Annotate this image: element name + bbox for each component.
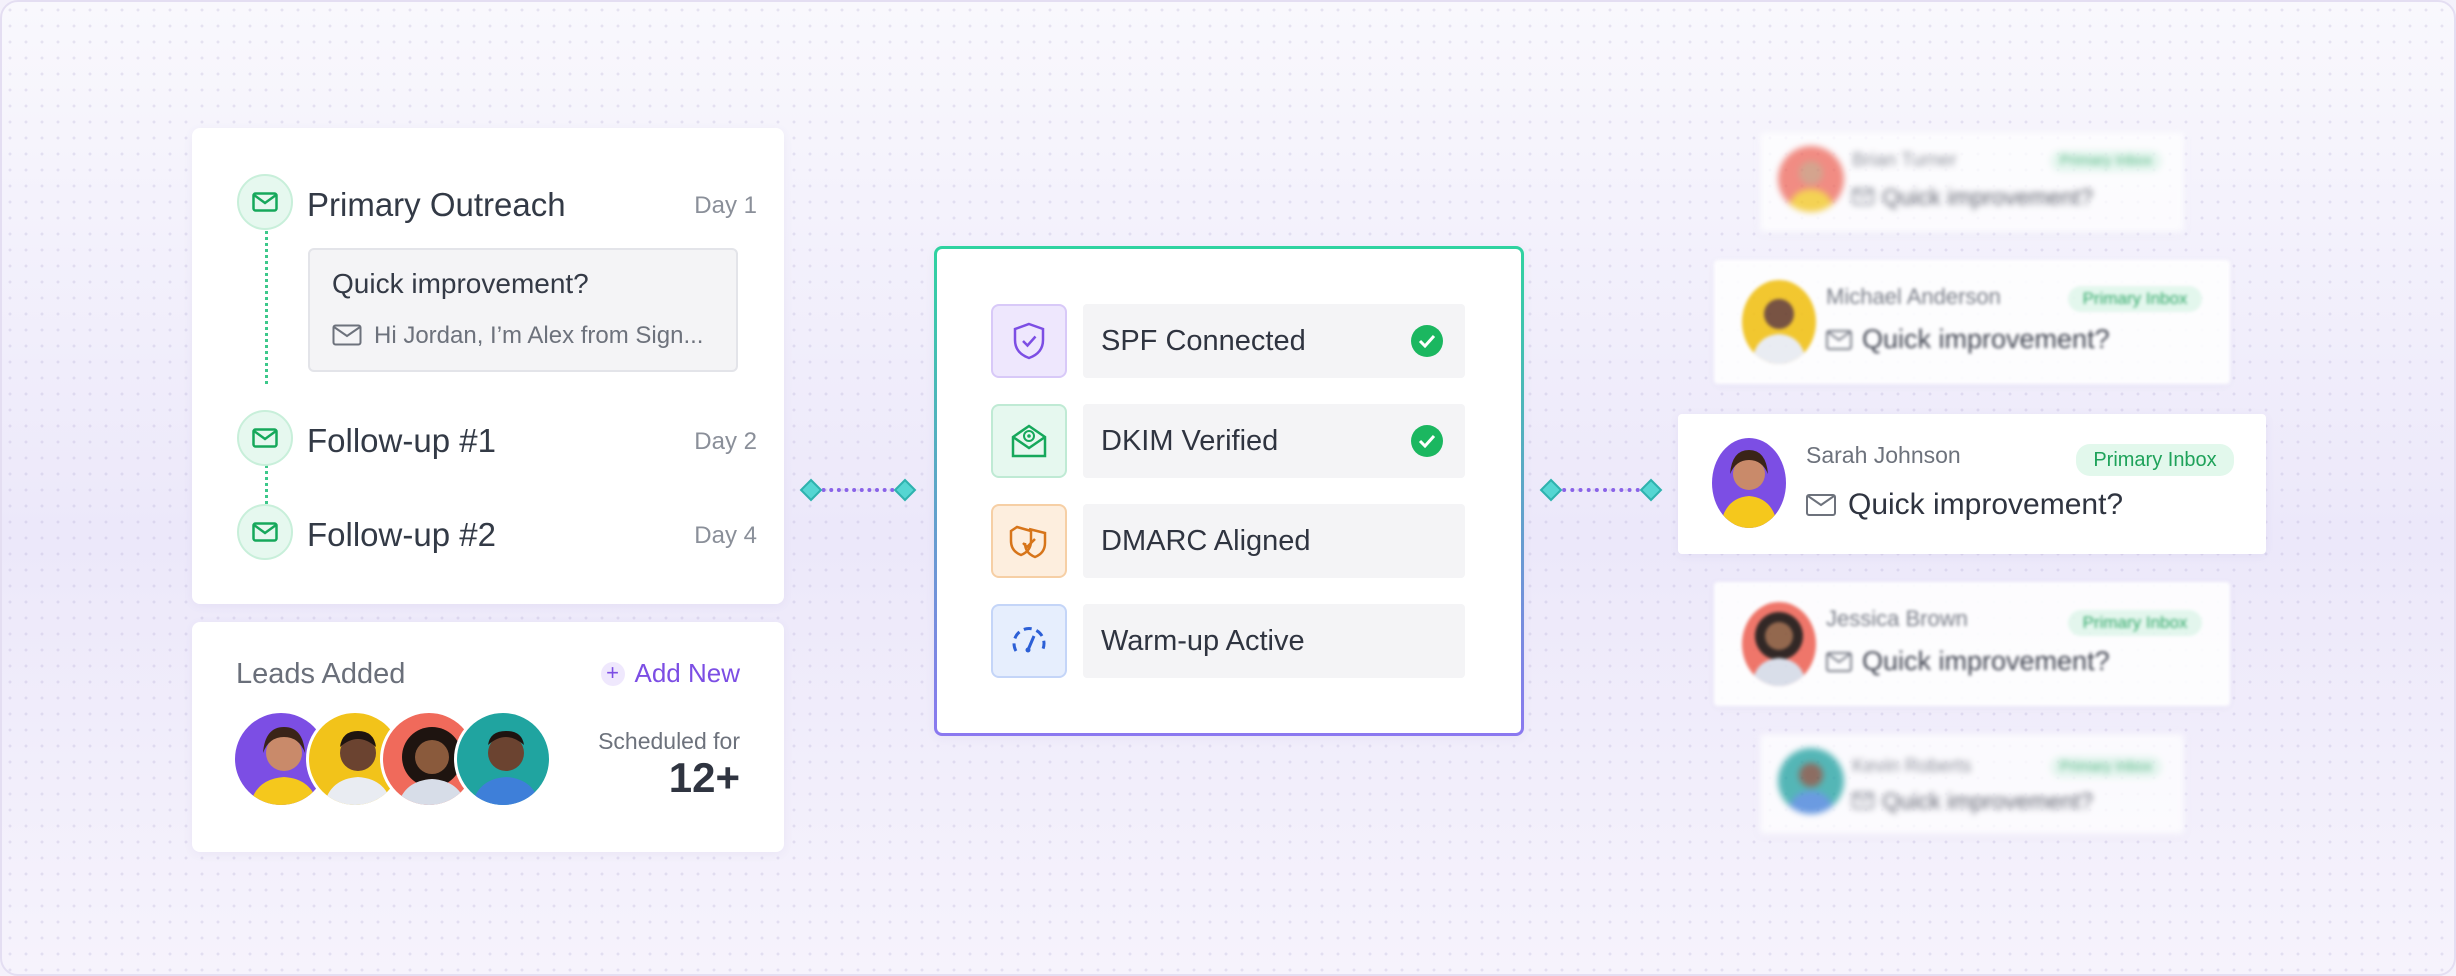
mail-icon — [237, 410, 293, 466]
sequence-card: Primary Outreach Day 1 Quick improvement… — [192, 128, 784, 604]
contact-name: Brian Turner — [1852, 150, 1957, 171]
contact-name: Sarah Johnson — [1806, 442, 1961, 468]
inbox-card: Brian Turner Primary Inbox Quick improve… — [1760, 132, 2184, 232]
leads-card: Leads Added + Add New Scheduled for 12+ — [192, 622, 784, 852]
plus-icon: + — [600, 661, 625, 686]
sequence-step-follow-up-1[interactable]: Follow-up #1 Day 2 — [237, 410, 757, 466]
flow-connector-left — [799, 478, 917, 502]
shield-check-icon — [991, 304, 1067, 378]
add-new-button[interactable]: + Add New — [600, 658, 741, 689]
primary-inbox-badge: Primary Inbox — [2068, 286, 2202, 312]
envelope-icon — [1852, 188, 1874, 210]
inbox-card: Jessica Brown Primary Inbox Quick improv… — [1714, 582, 2230, 706]
inbox-card-focused[interactable]: Sarah Johnson Primary Inbox Quick improv… — [1678, 414, 2266, 554]
connector-node — [1539, 478, 1563, 502]
primary-inbox-badge: Primary Inbox — [2050, 150, 2162, 172]
gauge-icon — [991, 604, 1067, 678]
step-title: Follow-up #2 — [307, 516, 496, 553]
step-title: Primary Outreach — [307, 186, 566, 223]
connector-line — [1554, 488, 1648, 492]
connector-node — [1639, 478, 1663, 502]
email-auth-card: SPF Connected DKIM Verified DM — [934, 246, 1524, 736]
envelope-icon — [1806, 494, 1836, 521]
step-connector — [265, 460, 268, 510]
avatar — [1778, 748, 1844, 814]
email-subject: Quick improvement? — [1882, 788, 2093, 814]
primary-inbox-badge: Primary Inbox — [2068, 610, 2202, 636]
primary-inbox-badge: Primary Inbox — [2076, 444, 2234, 476]
avatar — [1742, 280, 1816, 364]
check-icon — [1411, 325, 1443, 357]
avatar — [232, 710, 330, 808]
envelope-icon — [1826, 652, 1852, 677]
connector-line — [814, 488, 902, 492]
connector-node — [799, 478, 823, 502]
contact-name: Kevin Roberts — [1852, 756, 1972, 777]
step-day: Day 1 — [694, 192, 757, 219]
envelope-icon — [1826, 330, 1852, 355]
email-subject: Quick improvement? — [332, 268, 589, 299]
auth-label: SPF Connected — [1101, 325, 1306, 357]
avatar — [1778, 146, 1844, 212]
avatar — [1712, 438, 1786, 528]
step-day: Day 2 — [694, 428, 757, 455]
sequence-step-primary-outreach[interactable]: Primary Outreach Day 1 — [237, 174, 757, 230]
auth-label: DKIM Verified — [1101, 425, 1279, 457]
check-icon — [1411, 425, 1443, 457]
contact-name: Jessica Brown — [1826, 606, 1968, 631]
email-subject: Quick improvement? — [1862, 646, 2110, 676]
auth-row-spf: SPF Connected — [991, 304, 1465, 378]
connector-node — [893, 478, 917, 502]
email-subject: Quick improvement? — [1848, 488, 2124, 521]
auth-item: DMARC Aligned — [1083, 504, 1465, 578]
email-subject: Quick improvement? — [1882, 184, 2093, 210]
inbox-card: Kevin Roberts Primary Inbox Quick improv… — [1760, 734, 2184, 834]
auth-row-warmup: Warm-up Active — [991, 604, 1465, 678]
contact-name: Michael Anderson — [1826, 284, 2001, 309]
inbox-card: Michael Anderson Primary Inbox Quick imp… — [1714, 260, 2230, 384]
flow-connector-right — [1539, 478, 1663, 502]
avatar — [1742, 602, 1816, 686]
email-preview-box[interactable]: Quick improvement? Hi Jordan, I’m Alex f… — [308, 248, 738, 372]
step-connector — [265, 224, 268, 384]
auth-label: Warm-up Active — [1101, 625, 1305, 657]
mail-icon — [237, 174, 293, 230]
envelope-icon — [332, 324, 362, 351]
step-title: Follow-up #1 — [307, 422, 496, 459]
leads-title: Leads Added — [236, 658, 406, 690]
auth-item: SPF Connected — [1083, 304, 1465, 378]
envelope-icon — [1852, 792, 1874, 814]
primary-inbox-badge: Primary Inbox — [2050, 756, 2162, 778]
avatar — [454, 710, 552, 808]
step-day: Day 4 — [694, 522, 757, 549]
auth-row-dmarc: DMARC Aligned — [991, 504, 1465, 578]
sequence-step-follow-up-2[interactable]: Follow-up #2 Day 4 — [237, 504, 757, 560]
email-preview-text: Hi Jordan, I’m Alex from Sign... — [374, 322, 704, 349]
auth-row-dkim: DKIM Verified — [991, 404, 1465, 478]
auth-item: Warm-up Active — [1083, 604, 1465, 678]
auth-item: DKIM Verified — [1083, 404, 1465, 478]
add-new-label: Add New — [634, 658, 741, 688]
shields-icon — [991, 504, 1067, 578]
scheduled-label: Scheduled for — [598, 728, 740, 754]
email-subject: Quick improvement? — [1862, 324, 2110, 354]
mail-icon — [237, 504, 293, 560]
scheduled-count: 12+ — [668, 754, 740, 801]
lead-avatars — [232, 710, 562, 810]
auth-label: DMARC Aligned — [1101, 525, 1311, 557]
envelope-seal-icon — [991, 404, 1067, 478]
